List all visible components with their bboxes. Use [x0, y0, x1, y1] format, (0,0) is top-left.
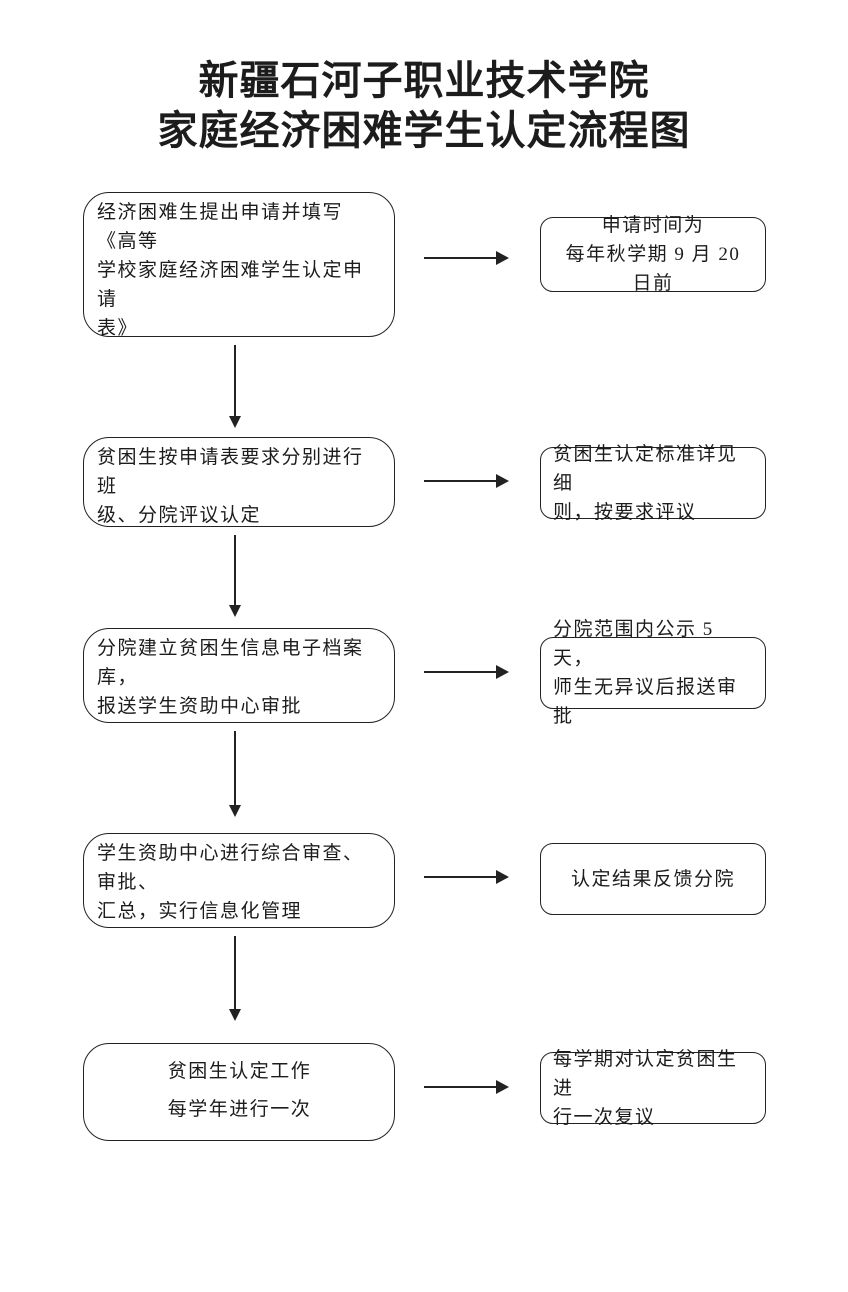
arrow-down-icon [229, 345, 241, 428]
arrow-down-icon [229, 936, 241, 1021]
process-box-annual-work: 贫困生认定工作 每学年进行一次 [83, 1043, 395, 1141]
arrow-down-icon [229, 731, 241, 817]
page-title-line-2: 家庭经济困难学生认定流程图 [157, 108, 691, 153]
process-box-class-review: 贫困生按申请表要求分别进行班 级、分院评议认定 [83, 437, 395, 527]
arrow-down-icon [229, 535, 241, 617]
arrow-right-icon [424, 870, 509, 884]
process-box-archive: 分院建立贫困生信息电子档案库， 报送学生资助中心审批 [83, 628, 395, 723]
page-title-line-1: 新疆石河子职业技术学院 [198, 58, 650, 103]
process-box-application: 经济困难生提出申请并填写《高等 学校家庭经济困难学生认定申请 表》 [83, 192, 395, 339]
note-box-result-feedback: 认定结果反馈分院 [540, 843, 766, 915]
arrow-right-icon [424, 474, 509, 488]
arrow-right-icon [424, 1080, 509, 1094]
note-box-publicity: 分院范围内公示 5 天， 师生无异议后报送审批 [540, 619, 766, 727]
note-box-application-time: 申请时间为 每年秋学期 9 月 20 日前 [540, 215, 766, 294]
process-box-approval: 学生资助中心进行综合审查、审批、 汇总，实行信息化管理 [83, 833, 395, 928]
note-box-review-criteria: 贫困生认定标准详见细 则，按要求评议 [540, 444, 766, 523]
arrow-right-icon [424, 665, 509, 679]
note-box-semester-review: 每学期对认定贫困生进 行一次复议 [540, 1049, 766, 1128]
arrow-right-icon [424, 251, 509, 265]
page-title: 新疆石河子职业技术学院 家庭经济困难学生认定流程图 [0, 56, 848, 156]
